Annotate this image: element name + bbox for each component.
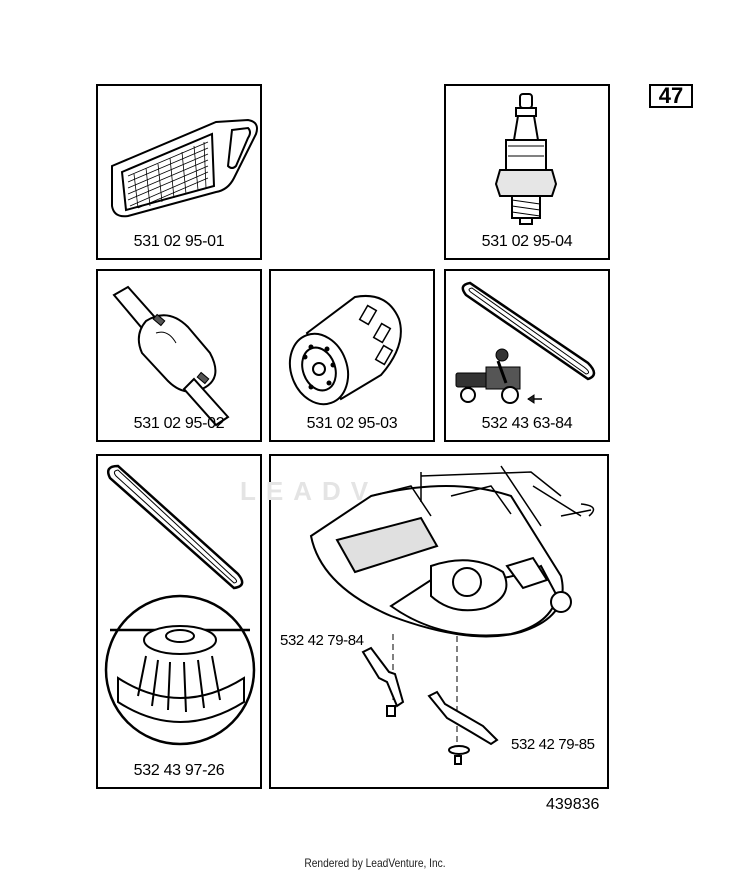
mower-deck-illustration	[309, 465, 595, 765]
part-number-label: 531 02 95-01	[133, 233, 225, 250]
drive-belt-illustration	[455, 281, 596, 404]
left-blade-callout: 532 42 79-84	[280, 632, 364, 649]
right-blade-callout: 532 42 79-85	[511, 736, 595, 753]
air-filter-illustration	[111, 118, 258, 218]
fuel-filter-illustration	[112, 285, 230, 427]
watermark-logo: LEADV	[240, 476, 379, 506]
air-filter-panel[interactable]: 531 02 95-01	[96, 84, 262, 260]
mower-deck-panel[interactable]: 532 42 79-84 532 42 79-85	[269, 454, 609, 789]
drive-belt-panel[interactable]: 532 43 63-84	[444, 269, 610, 442]
drawing-id-label: 439836	[546, 796, 600, 813]
part-number-label: 532 43 97-26	[133, 762, 225, 779]
oil-filter-illustration	[288, 295, 402, 406]
oil-filter-panel[interactable]: 531 02 95-03	[269, 269, 435, 442]
part-number-label: 532 43 63-84	[481, 415, 573, 432]
left-blade	[361, 646, 405, 717]
footer-credit: Rendered by LeadVenture, Inc.	[304, 856, 446, 870]
mower-icon	[455, 348, 542, 404]
deck-belt-pulley-panel[interactable]: 532 43 97-26	[96, 454, 262, 789]
fuel-filter-panel[interactable]: 531 02 95-02	[96, 269, 262, 442]
spark-plug-illustration	[494, 93, 558, 225]
spark-plug-panel[interactable]: 531 02 95-04	[444, 84, 610, 260]
page-number-box: 47	[649, 84, 693, 108]
part-number-label: 531 02 95-03	[306, 415, 398, 432]
right-blade	[427, 690, 499, 765]
part-number-label: 531 02 95-02	[133, 415, 225, 432]
part-number-label: 531 02 95-04	[481, 233, 573, 250]
deck-belt-pulley-illustration	[104, 464, 256, 746]
